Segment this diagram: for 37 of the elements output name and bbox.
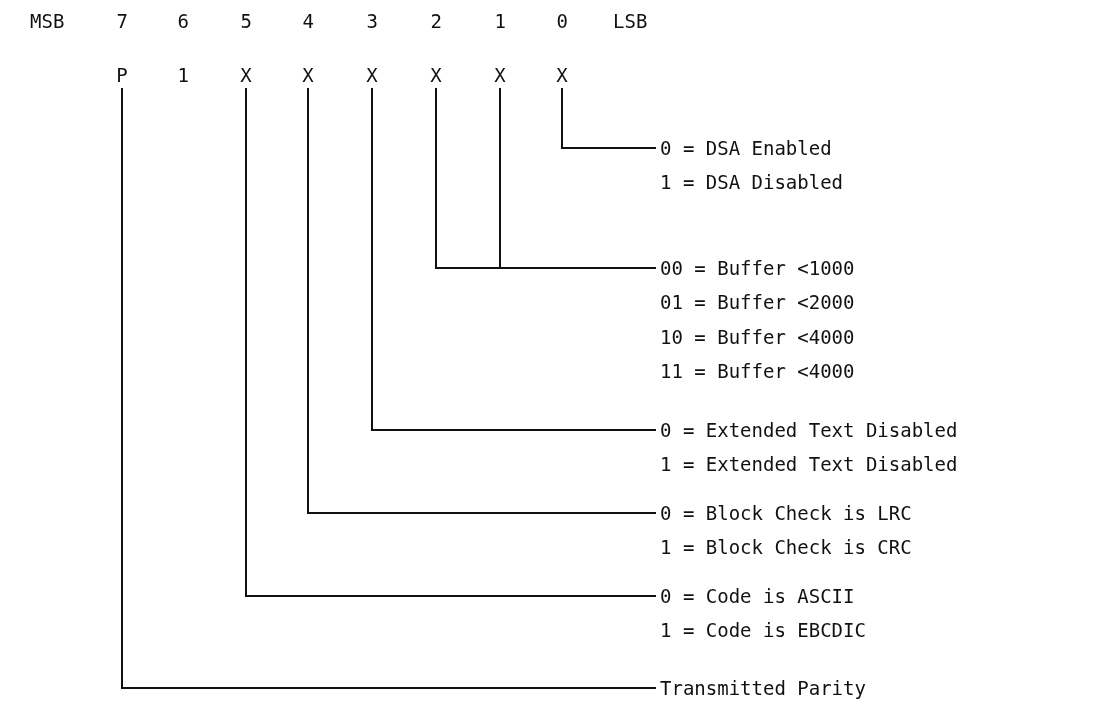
- lsb-label: LSB: [613, 10, 648, 32]
- bit-value: X: [296, 64, 320, 86]
- bit-number: 5: [240, 10, 252, 32]
- bit-value: X: [360, 64, 384, 86]
- leader-line: [307, 87, 657, 514]
- value-description: 1 = Extended Text Disabled: [660, 452, 958, 478]
- value-description: 1 = Code is EBCDIC: [660, 618, 866, 644]
- value-description: 0 = Code is ASCII: [660, 583, 856, 609]
- bit-value: X: [550, 64, 574, 86]
- bit-value: X: [234, 64, 258, 86]
- value-description: 11 = Buffer <4000: [660, 359, 855, 385]
- leader-line: [121, 87, 657, 689]
- leader-line: [499, 87, 657, 269]
- value-description: 0 = DSA Enabled: [660, 135, 833, 161]
- value-description: 0 = Extended Text Disabled: [660, 417, 958, 443]
- value-description: Transmitted Parity: [660, 675, 866, 701]
- bit-number: 3: [366, 10, 378, 32]
- bit-number: 7: [116, 10, 128, 32]
- bit-value: X: [424, 64, 448, 86]
- bit-number: 6: [177, 10, 189, 32]
- bit-value: P: [110, 64, 134, 86]
- bit-number: 1: [494, 10, 506, 32]
- bit-value: X: [488, 64, 512, 86]
- bit-value: 1: [177, 64, 189, 86]
- leader-line: [245, 87, 657, 597]
- value-description: 00 = Buffer <1000: [660, 255, 855, 281]
- msb-label: MSB: [30, 10, 65, 32]
- bit-number: 0: [556, 10, 568, 32]
- leader-line: [371, 87, 657, 431]
- value-description: 1 = Block Check is CRC: [660, 535, 912, 561]
- leader-line: [561, 87, 657, 149]
- value-description: 1 = DSA Disabled: [660, 170, 844, 196]
- bit-number: 2: [430, 10, 442, 32]
- value-description: 01 = Buffer <2000: [660, 290, 855, 316]
- value-description: 0 = Block Check is LRC: [660, 500, 912, 526]
- bit-number: 4: [302, 10, 314, 32]
- value-description: 10 = Buffer <4000: [660, 324, 855, 350]
